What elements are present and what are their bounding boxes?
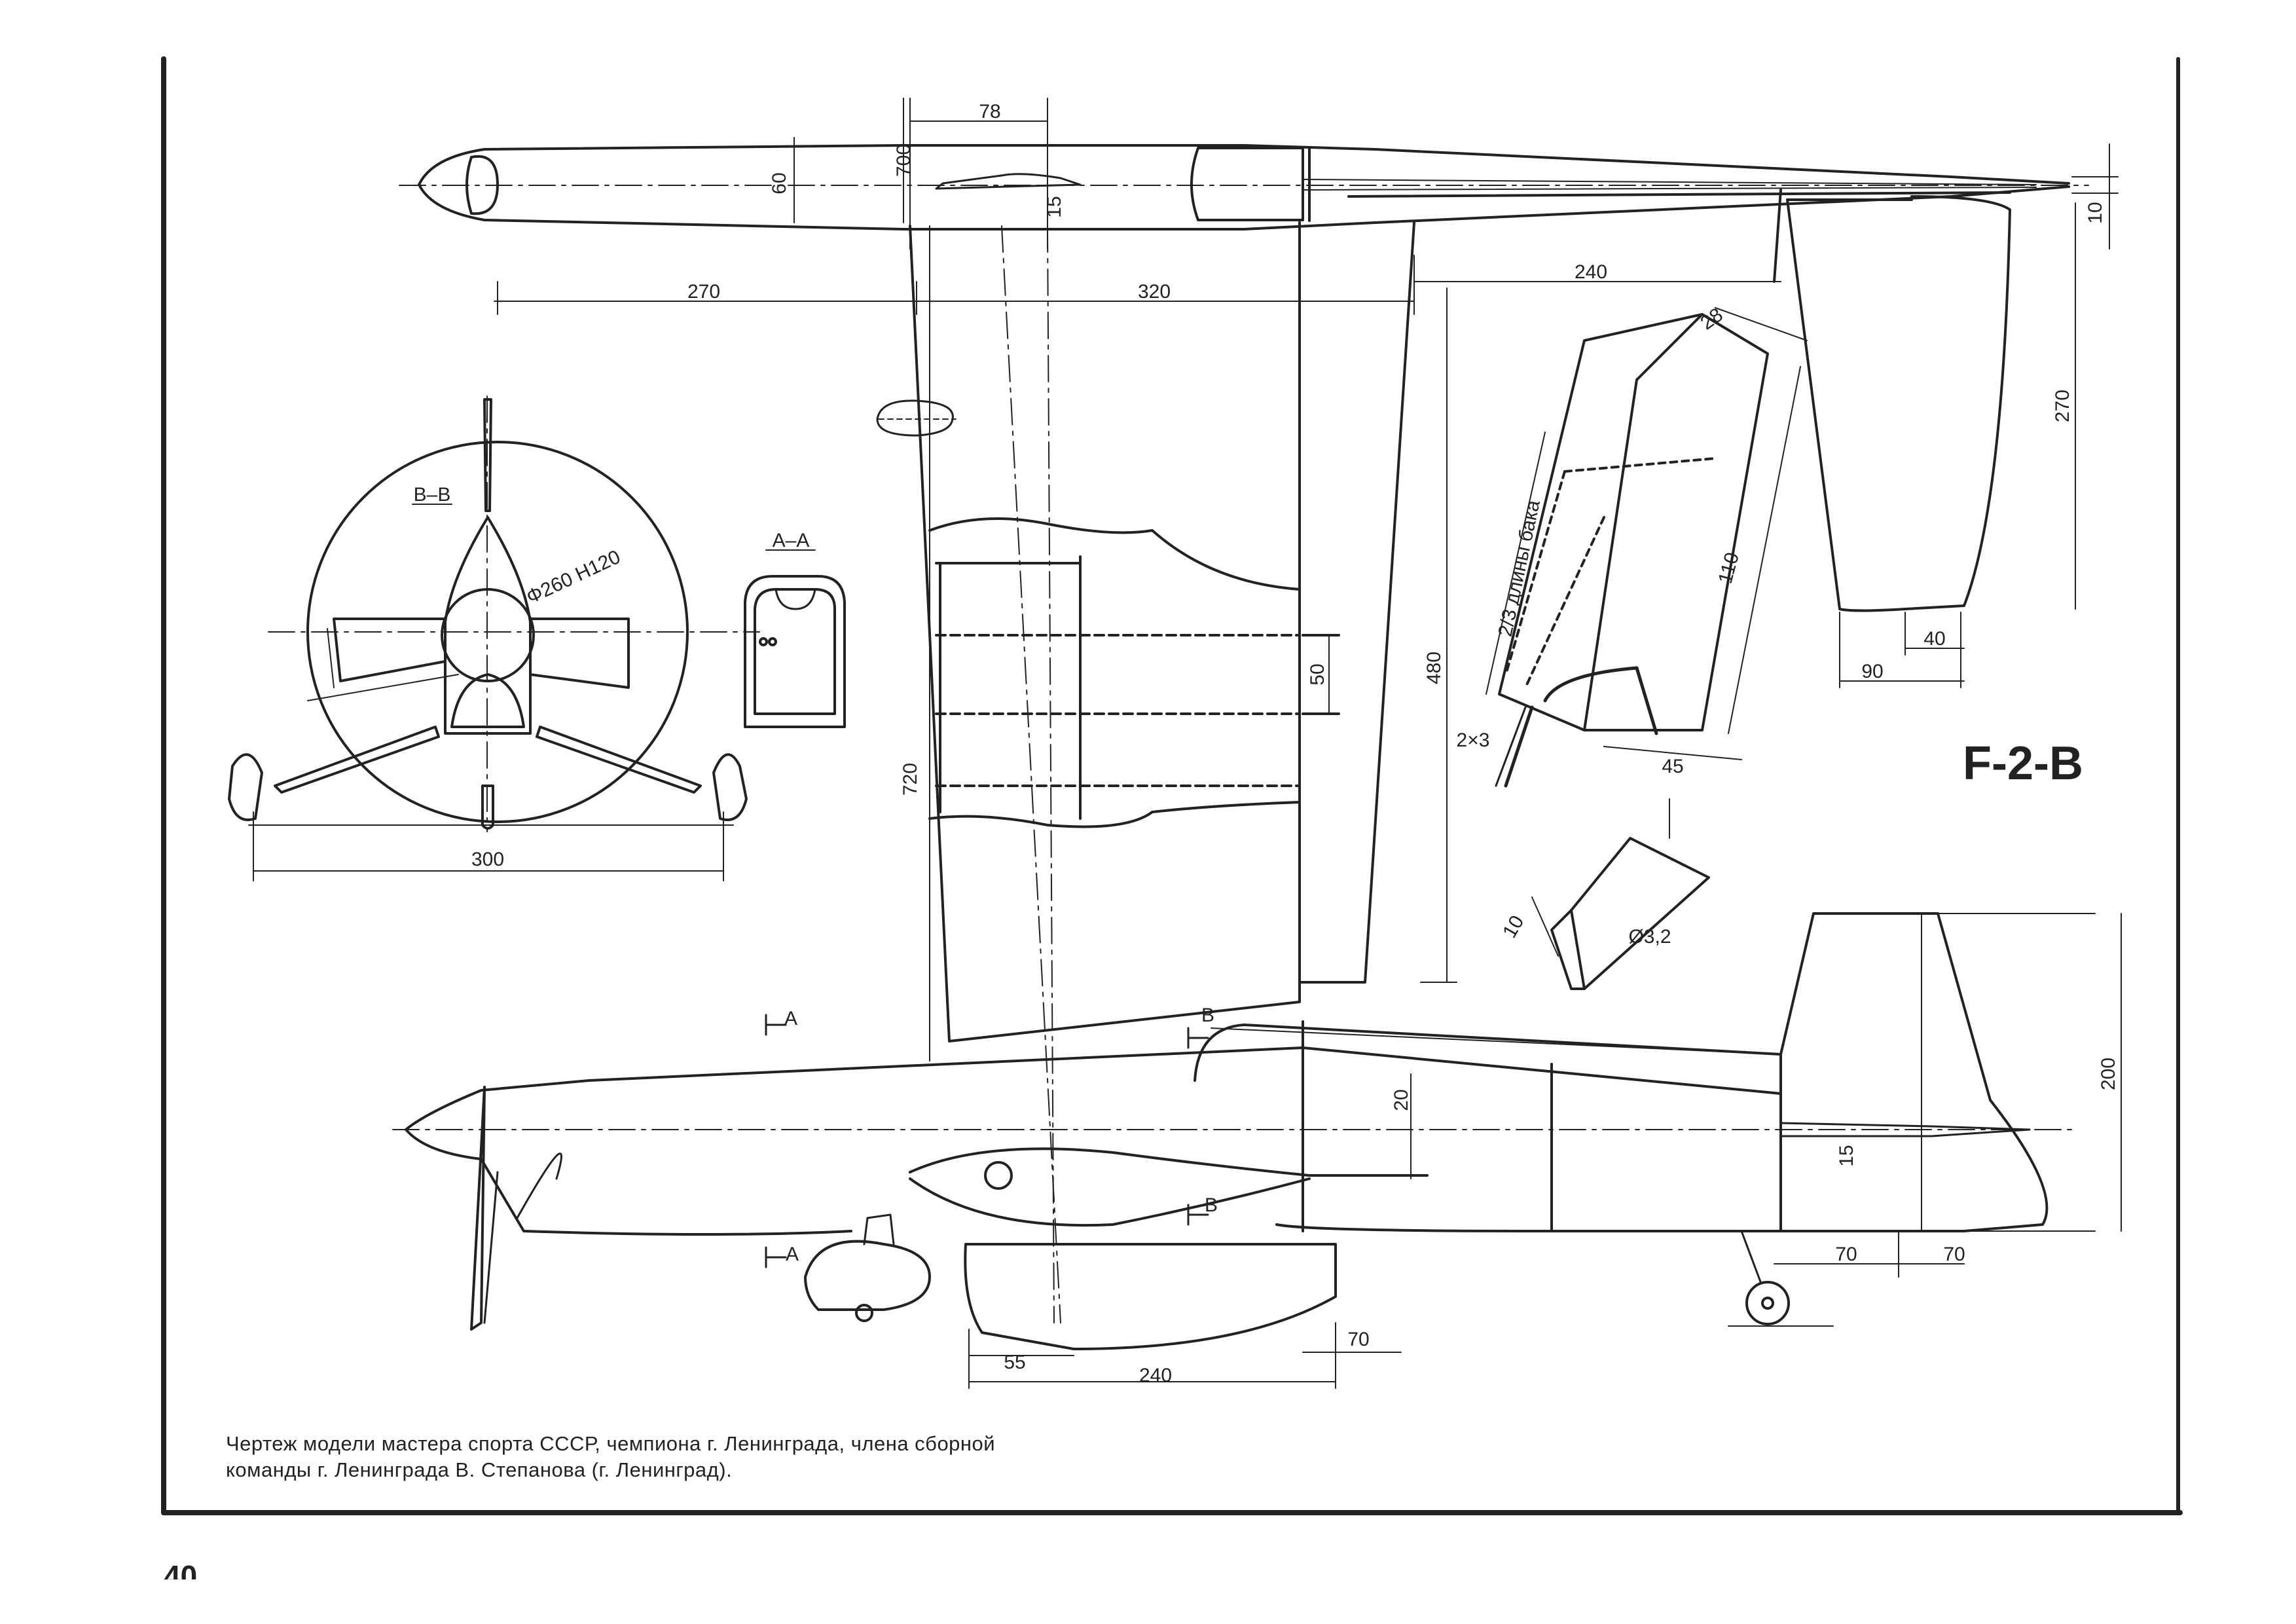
section-aa-title: A–A xyxy=(773,530,810,551)
dim-200: 200 xyxy=(2098,1058,2119,1090)
dim-45: 45 xyxy=(1662,756,1683,777)
dim-78: 78 xyxy=(979,101,1000,122)
hole-diameter-label: Ø3,2 xyxy=(1628,926,1671,948)
section-b-b-front-view xyxy=(228,396,760,881)
top-view-fuselage xyxy=(399,144,2089,231)
dim-270-fuselage: 270 xyxy=(687,281,720,303)
dim-320: 320 xyxy=(1138,281,1171,303)
dim-40: 40 xyxy=(1923,628,1945,650)
caption-line-2: команды г. Ленинграда В. Степанова (г. Л… xyxy=(226,1458,733,1481)
dim-110: 110 xyxy=(1715,550,1743,586)
page-frame xyxy=(161,56,2183,1515)
wire-size-label: 2×3 xyxy=(1457,729,1490,751)
section-a-a xyxy=(744,549,846,728)
section-a-marker-top: A xyxy=(784,1008,797,1029)
caption-line-1: Чертеж модели мастера спорта СССР, чемпи… xyxy=(226,1432,996,1455)
dim-90: 90 xyxy=(1861,661,1883,682)
dim-15-top: 15 xyxy=(1044,196,1065,217)
diameter-label: Φ260 H120 xyxy=(523,546,624,608)
section-bb-title: B–B xyxy=(414,484,451,506)
dim-28: 28 xyxy=(1696,304,1726,334)
dim-20: 20 xyxy=(1391,1089,1412,1111)
dim-15-side: 15 xyxy=(1836,1145,1857,1166)
section-a-marker-bottom: A xyxy=(786,1244,799,1265)
dim-700: 700 xyxy=(893,144,915,177)
dim-300: 300 xyxy=(471,849,504,870)
section-b-marker-bottom: B xyxy=(1205,1194,1218,1216)
dim-240-bottom: 240 xyxy=(1139,1365,1172,1386)
dim-270-stab: 270 xyxy=(2052,390,2073,422)
dim-10-top: 10 xyxy=(2085,202,2106,223)
section-b-marker-top: B xyxy=(1201,1005,1214,1026)
page-number: 40 xyxy=(164,1559,198,1579)
wing-plan xyxy=(876,221,1457,1323)
dim-60: 60 xyxy=(769,172,790,194)
dim-70-left: 70 xyxy=(1835,1244,1857,1265)
top-dimension-lines xyxy=(494,98,2119,610)
mounting-bracket xyxy=(1531,837,1710,990)
dim-10-bracket: 10 xyxy=(1499,912,1528,942)
dim-480: 480 xyxy=(1423,652,1445,684)
dim-70-bottom: 70 xyxy=(1347,1329,1369,1350)
stabilizer-plan xyxy=(1773,189,2011,688)
fuel-tank-isometric xyxy=(1485,307,1808,839)
model-code: F-2-B xyxy=(1963,737,2083,790)
side-view-fuselage xyxy=(392,912,2122,1389)
dim-50: 50 xyxy=(1307,663,1328,685)
dim-55: 55 xyxy=(1004,1352,1025,1373)
dim-240-stab: 240 xyxy=(1575,261,1607,283)
drawing-caption: Чертеж модели мастера спорта СССР, чемпи… xyxy=(226,1431,1286,1483)
dim-70-right: 70 xyxy=(1943,1244,1965,1265)
dim-720: 720 xyxy=(900,763,921,796)
